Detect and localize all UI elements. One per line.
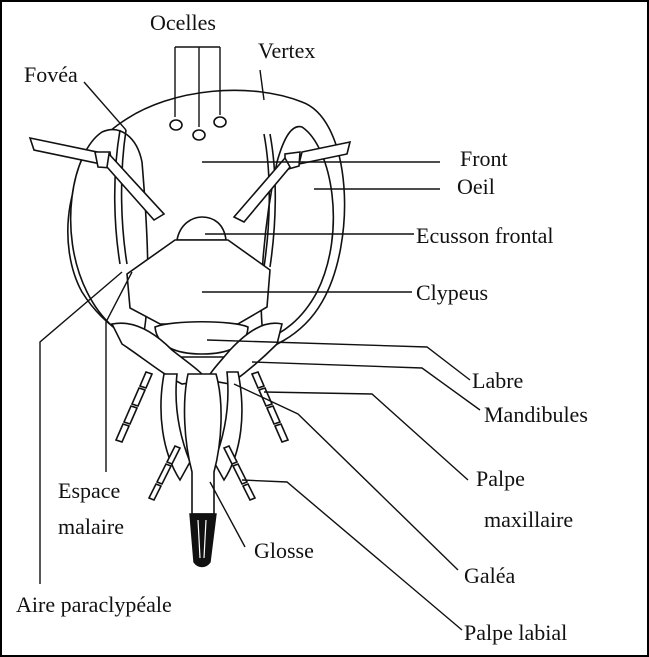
label-galea: Galéa bbox=[464, 563, 516, 588]
label-espace-malaire-2: malaire bbox=[58, 514, 124, 539]
ocellus-middle bbox=[193, 130, 205, 140]
ocellus-left bbox=[170, 120, 182, 130]
label-palpe-maxillaire-1: Palpe bbox=[476, 466, 525, 491]
label-ecusson-frontal: Ecusson frontal bbox=[416, 223, 553, 248]
label-fovea: Fovéa bbox=[24, 62, 78, 87]
label-clypeus: Clypeus bbox=[416, 280, 488, 305]
label-espace-malaire-1: Espace bbox=[58, 478, 120, 503]
label-oeil: Oeil bbox=[457, 174, 495, 199]
label-vertex: Vertex bbox=[258, 38, 315, 63]
label-ocelles: Ocelles bbox=[150, 10, 216, 35]
leader-palpe-maxillaire bbox=[264, 392, 468, 480]
leader-mandibules bbox=[252, 362, 480, 410]
label-palpe-maxillaire-2: maxillaire bbox=[484, 507, 573, 532]
label-front: Front bbox=[460, 146, 508, 171]
glossa-tip bbox=[190, 514, 216, 567]
ocellus-right bbox=[214, 117, 226, 127]
label-aire-paraclypeale: Aire paraclypéale bbox=[16, 592, 172, 617]
label-glosse: Glosse bbox=[254, 538, 314, 563]
left-maxillary-palp bbox=[116, 372, 152, 442]
leader-fovea bbox=[84, 82, 126, 130]
label-labre: Labre bbox=[472, 368, 523, 393]
label-palpe-labial: Palpe labial bbox=[464, 620, 567, 645]
label-mandibules: Mandibules bbox=[484, 402, 588, 427]
